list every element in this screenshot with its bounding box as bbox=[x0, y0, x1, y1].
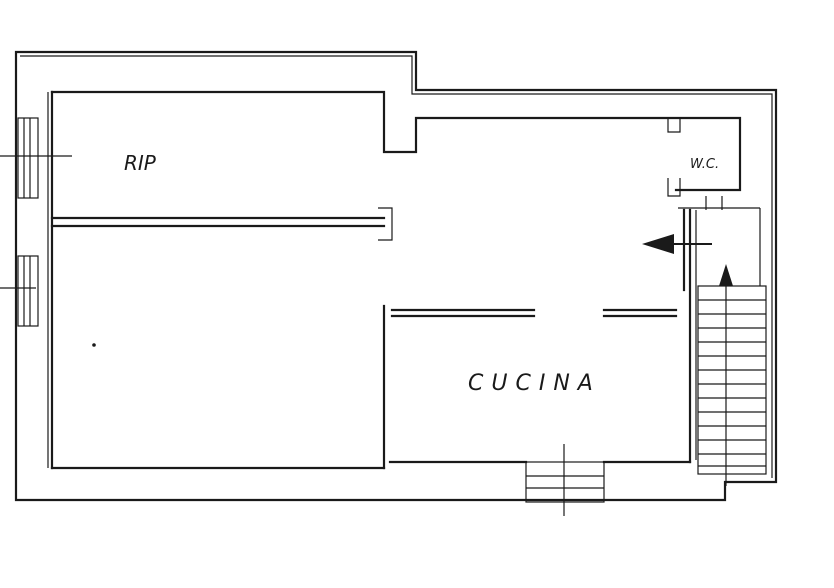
left-window-top bbox=[0, 117, 72, 199]
room-label-rip: RIP bbox=[124, 151, 157, 175]
arrow-left-icon bbox=[642, 234, 712, 254]
arrow-up-icon bbox=[719, 264, 733, 286]
staircase bbox=[697, 208, 767, 486]
room-label-wc: W.C. bbox=[690, 157, 719, 172]
interior-walls bbox=[47, 90, 760, 470]
room-label-kitchen: CUCINA bbox=[468, 371, 601, 396]
bottom-window bbox=[525, 444, 605, 516]
outer-perimeter bbox=[14, 50, 778, 502]
left-window-bottom bbox=[0, 255, 39, 327]
point-mark bbox=[92, 343, 96, 347]
